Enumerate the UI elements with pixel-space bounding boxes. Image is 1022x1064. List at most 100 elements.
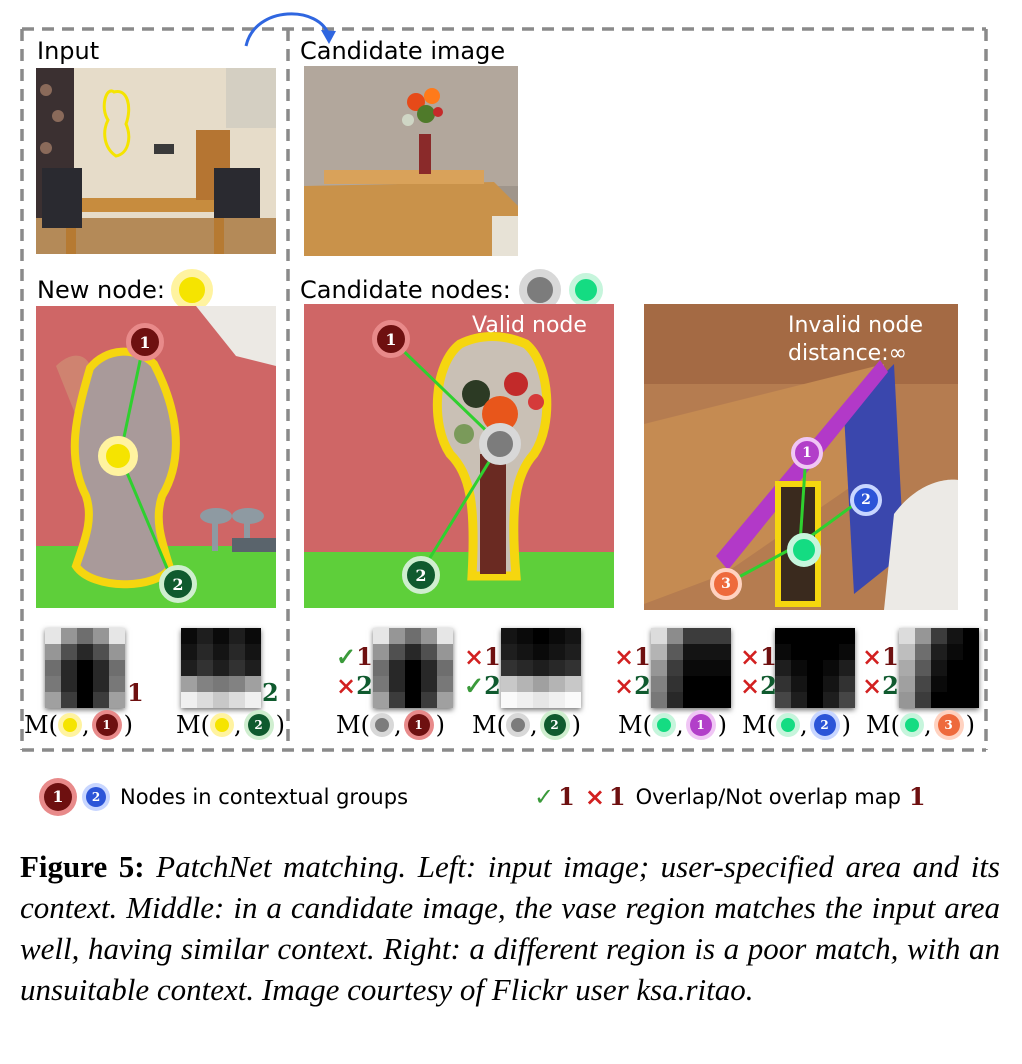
candidate-nodes-label: Candidate nodes:: [300, 269, 603, 311]
map-cell: [823, 692, 839, 708]
map-cell: [517, 644, 533, 660]
map-cell: [197, 628, 213, 644]
map-cell: [839, 676, 855, 692]
badge-1-icon: 1: [95, 714, 118, 736]
map-cell: [533, 660, 549, 676]
map-cell: [229, 692, 245, 708]
map-cell: [651, 660, 667, 676]
map-cell: [61, 644, 77, 660]
map-7-mark-row2: ×2: [862, 671, 899, 700]
map-cell: [931, 692, 947, 708]
map-cell: [181, 628, 197, 644]
map-6-mark-row2: ×2: [740, 671, 777, 700]
map-cell: [775, 660, 791, 676]
map-cell: [405, 676, 421, 692]
map-cell: [807, 628, 823, 644]
map-cell: [437, 692, 453, 708]
legend-nodes-text: Nodes in contextual groups: [120, 785, 409, 809]
map-cell: [651, 676, 667, 692]
map-cell: [45, 628, 61, 644]
map-2-index: 2: [262, 678, 279, 707]
map-cell: [963, 692, 979, 708]
map-7-mark-row1: ×1: [862, 642, 899, 671]
map-cell: [823, 628, 839, 644]
cross-icon: ×: [336, 671, 357, 700]
map-cell: [93, 660, 109, 676]
cross-icon: ×: [862, 671, 883, 700]
map-cell: [699, 660, 715, 676]
map-cell: [823, 676, 839, 692]
map-cell: [667, 660, 683, 676]
map-cell: [915, 676, 931, 692]
map-cell: [549, 644, 565, 660]
map-cell: [533, 628, 549, 644]
map-cell: [899, 692, 915, 708]
map-cell: [45, 676, 61, 692]
map-cell: [93, 676, 109, 692]
map-cell: [899, 676, 915, 692]
valid-badge-2: 2: [402, 556, 440, 594]
map-cell: [931, 660, 947, 676]
map-cell: [899, 660, 915, 676]
cross-icon: ×: [464, 642, 485, 671]
map-cell: [683, 692, 699, 708]
new-node-text: New node:: [37, 276, 165, 304]
map-cell: [421, 644, 437, 660]
map-cell: [181, 644, 197, 660]
map-cell: [947, 644, 963, 660]
map-cell: [229, 628, 245, 644]
badge-2-icon: 2: [543, 714, 566, 736]
map-cell: [437, 644, 453, 660]
map-cell: [947, 628, 963, 644]
map-cell: [667, 644, 683, 660]
map-cell: [839, 628, 855, 644]
invalid-badge-2: 2: [850, 484, 882, 516]
map-cell: [667, 676, 683, 692]
map-6-mark-row1: ×1: [740, 642, 777, 671]
map-cell: [213, 660, 229, 676]
map-cell: [963, 660, 979, 676]
map-cell: [229, 676, 245, 692]
map-cell: [437, 660, 453, 676]
map-cell: [389, 644, 405, 660]
candidate-nodes-text: Candidate nodes:: [300, 276, 511, 304]
input-context-view: 1 2: [36, 306, 276, 608]
map-cell: [565, 628, 581, 644]
map-cell: [373, 676, 389, 692]
legend-map-text: Overlap/Not overlap map: [635, 785, 901, 809]
map-cell: [197, 644, 213, 660]
new-node-label: New node:: [37, 269, 213, 311]
legend-check-icon: ✓: [534, 783, 555, 811]
transfer-arrow-icon: [244, 12, 331, 47]
map-cell: [683, 644, 699, 660]
map-cell: [549, 628, 565, 644]
map-cell: [213, 676, 229, 692]
map-cell: [517, 676, 533, 692]
map-cell: [437, 628, 453, 644]
context-badge-1: 1: [126, 323, 164, 361]
map-cell: [61, 692, 77, 708]
map-cell: [791, 644, 807, 660]
map-cell: [229, 644, 245, 660]
map-cell: [931, 676, 947, 692]
map-cell: [61, 676, 77, 692]
map-cell: [197, 676, 213, 692]
legend-badge-1-icon: 1: [44, 783, 72, 811]
map-cell: [389, 628, 405, 644]
map-cell: [229, 660, 245, 676]
map-cell: [823, 660, 839, 676]
input-label: Input: [37, 37, 100, 65]
map-cell: [77, 644, 93, 660]
map-cell: [61, 660, 77, 676]
map-cell: [93, 692, 109, 708]
map-cell: [823, 644, 839, 660]
map-cell: [683, 660, 699, 676]
invalid-node-view: Invalid node distance:∞ 1 2 3: [644, 304, 958, 610]
overlap-map-6: [775, 628, 855, 708]
map-cell: [839, 644, 855, 660]
map-cell: [93, 644, 109, 660]
map-cell: [715, 676, 731, 692]
map-cell: [947, 692, 963, 708]
map-cell: [77, 628, 93, 644]
map-cell: [683, 676, 699, 692]
